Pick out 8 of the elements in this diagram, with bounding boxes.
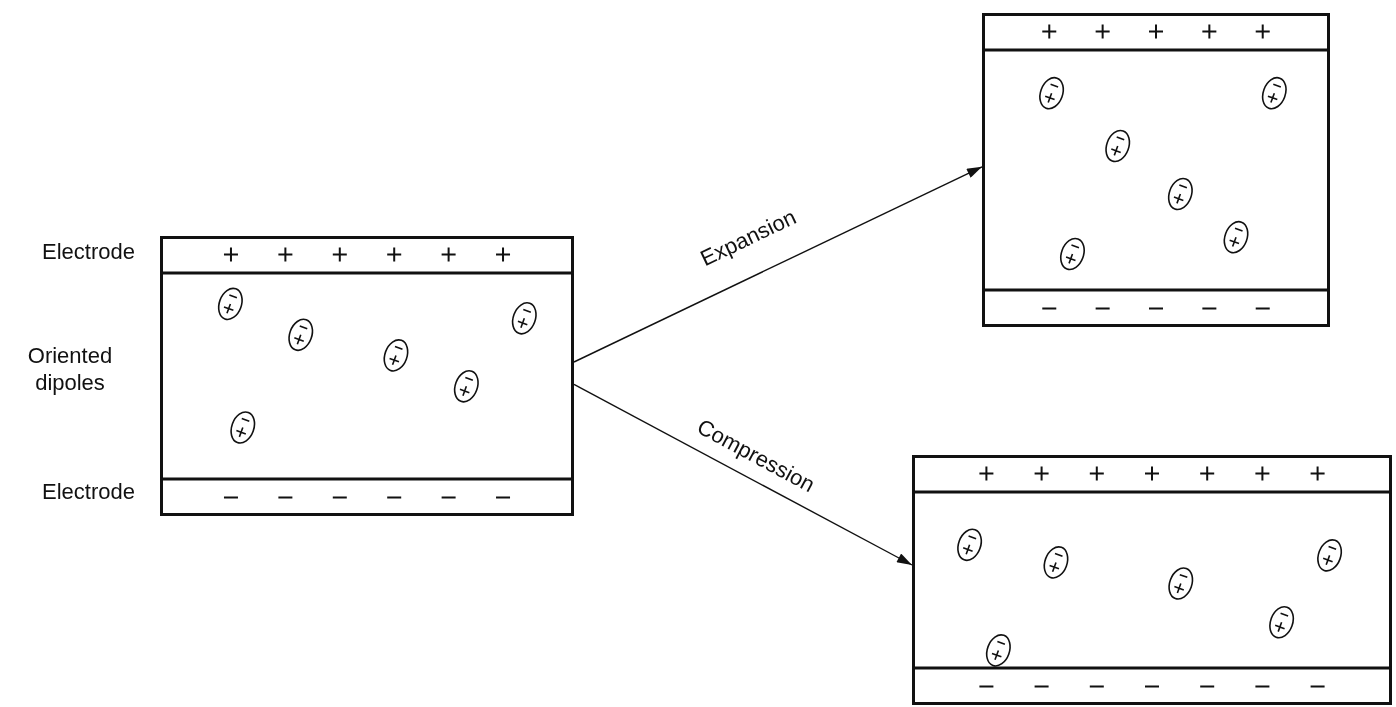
arrow [573,166,983,363]
part-label: Electrode [41,238,135,265]
capacitor-drawing [982,13,1330,327]
part-label: Electrode [41,478,135,505]
capacitor-drawing [912,455,1392,705]
arrow [573,383,913,566]
capacitor-drawing [160,236,574,516]
part-label: Oriented dipoles [26,342,114,396]
